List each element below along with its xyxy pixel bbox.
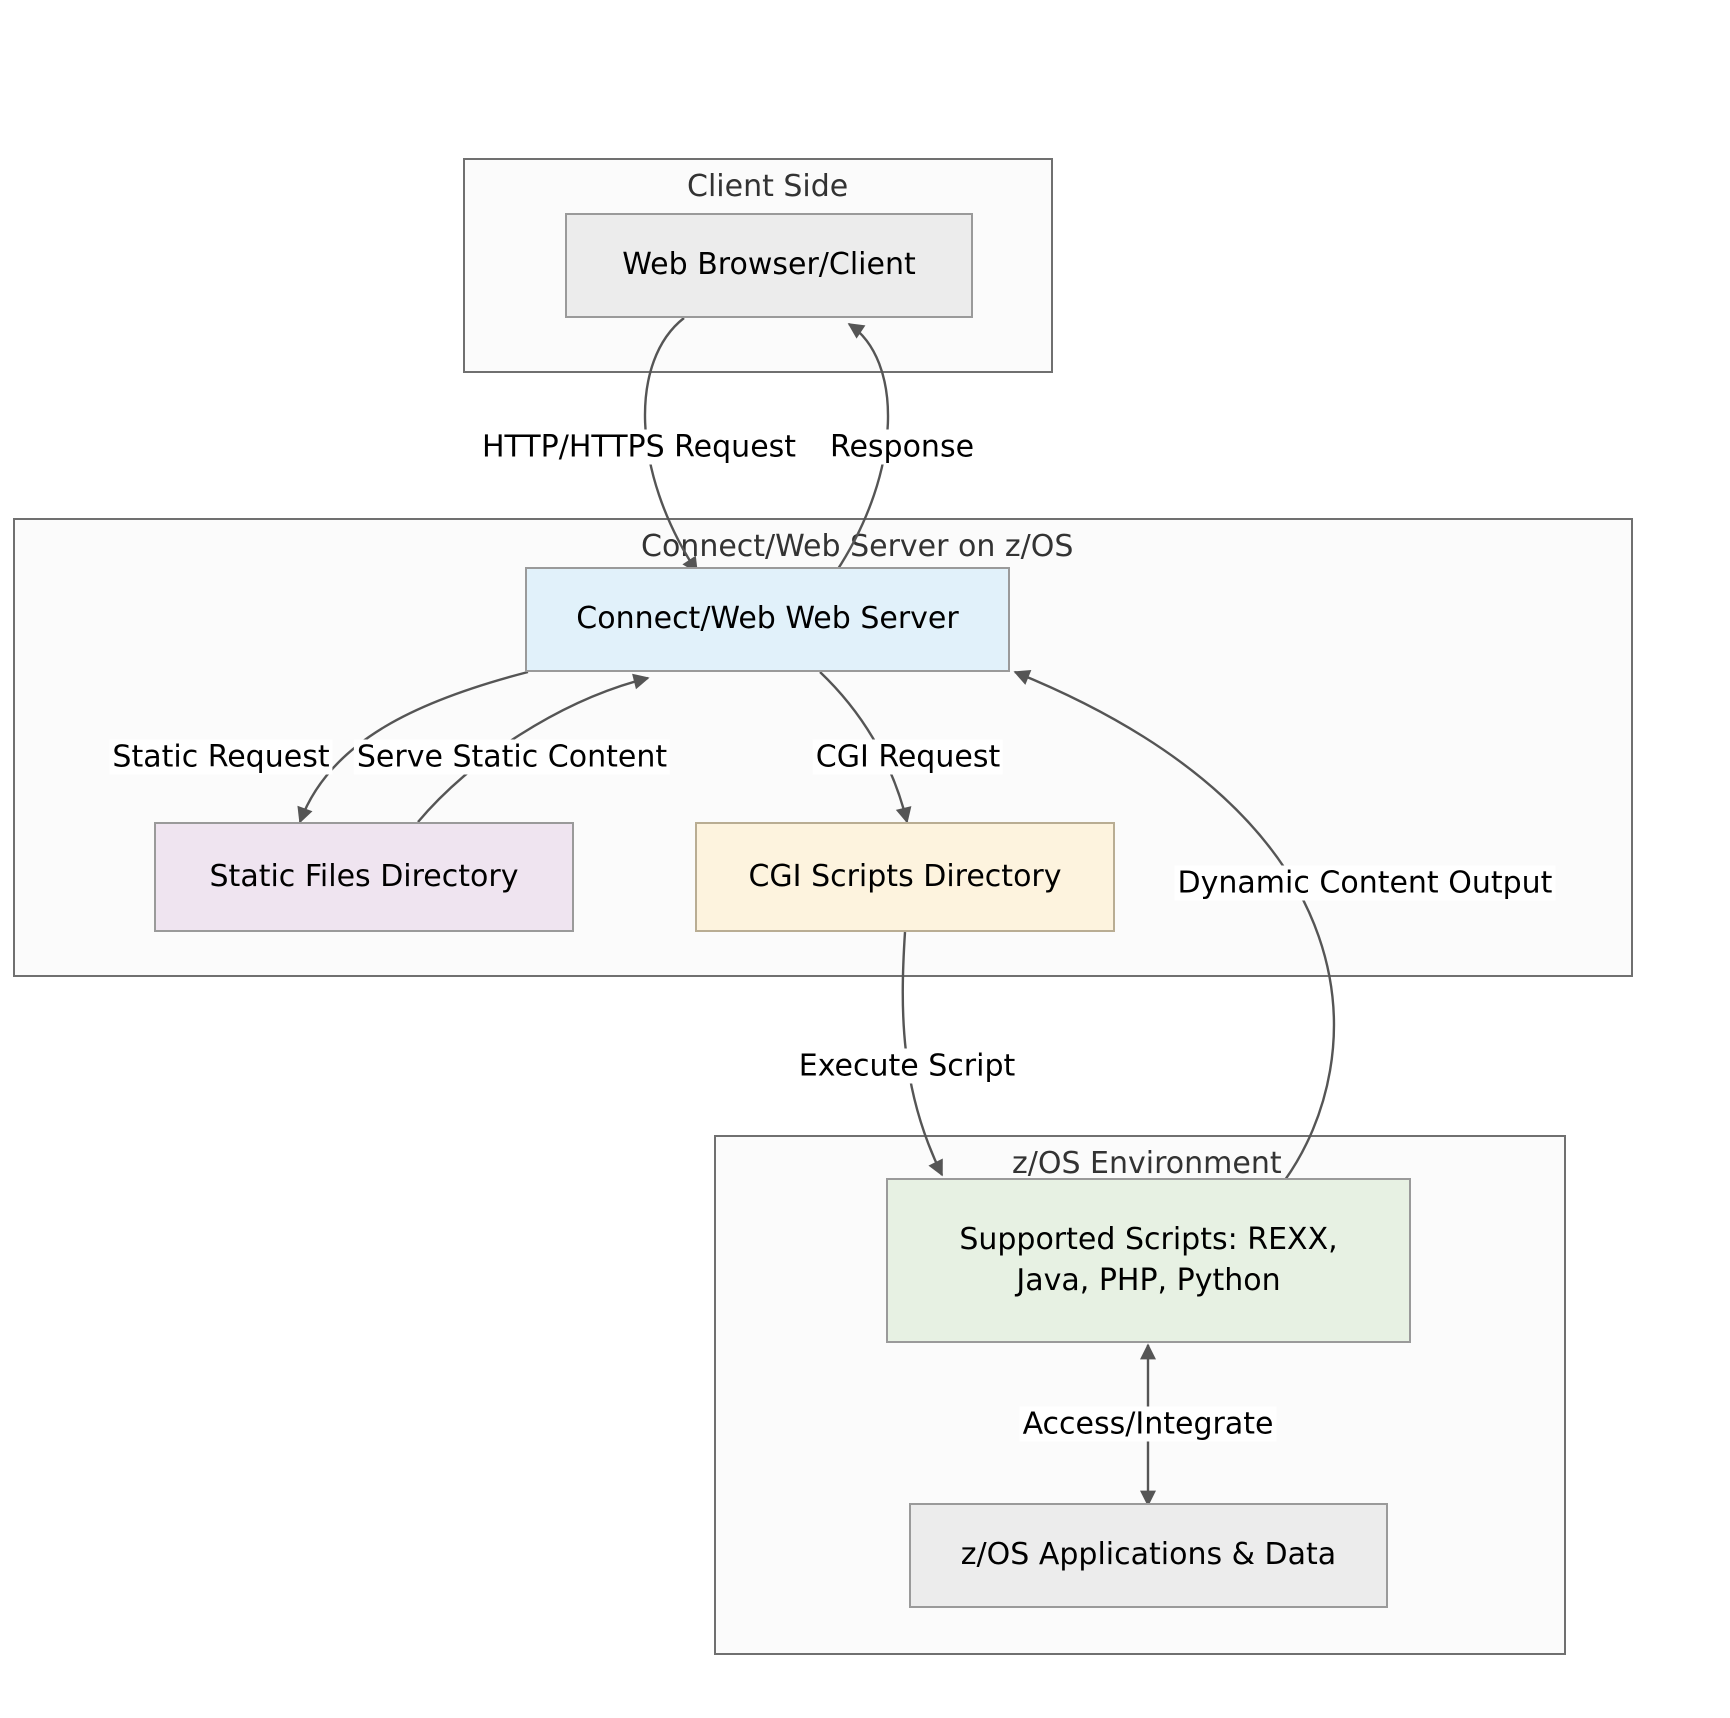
node-connect-web-web-server[interactable]: Connect/Web Web Server	[525, 567, 1010, 672]
node-supported-scripts[interactable]: Supported Scripts: REXX, Java, PHP, Pyth…	[886, 1178, 1411, 1343]
edge-label-dynamic-content-output: Dynamic Content Output	[1174, 865, 1556, 901]
node-static-files-directory[interactable]: Static Files Directory	[154, 822, 574, 932]
node-static-files-directory-label: Static Files Directory	[209, 858, 519, 894]
node-supported-scripts-label-line1: Supported Scripts: REXX,	[959, 1222, 1338, 1257]
node-zos-applications-and-data[interactable]: z/OS Applications & Data	[909, 1503, 1388, 1608]
edge-label-response: Response	[826, 429, 978, 465]
node-supported-scripts-label-line2: Java, PHP, Python	[1016, 1262, 1281, 1298]
cluster-zos-environment-title: z/OS Environment	[1008, 1149, 1286, 1179]
edge-label-access-integrate: Access/Integrate	[1019, 1406, 1277, 1442]
node-web-browser-client[interactable]: Web Browser/Client	[565, 213, 973, 318]
edge-label-static-request: Static Request	[109, 739, 333, 775]
node-cgi-scripts-directory[interactable]: CGI Scripts Directory	[695, 822, 1115, 932]
node-connect-web-web-server-label: Connect/Web Web Server	[576, 601, 959, 637]
cluster-web-server-title: Connect/Web Server on z/OS	[637, 532, 1078, 562]
edge-label-http-request: HTTP/HTTPS Request	[478, 429, 800, 465]
edge-label-execute-script: Execute Script	[795, 1048, 1019, 1084]
cluster-client-side-title: Client Side	[683, 172, 853, 202]
node-web-browser-client-label: Web Browser/Client	[622, 247, 916, 283]
edge-label-cgi-request: CGI Request	[812, 739, 1004, 775]
edge-label-serve-static-content: Serve Static Content	[353, 739, 671, 775]
node-cgi-scripts-directory-label: CGI Scripts Directory	[748, 858, 1062, 894]
node-zos-applications-and-data-label: z/OS Applications & Data	[960, 1537, 1337, 1573]
